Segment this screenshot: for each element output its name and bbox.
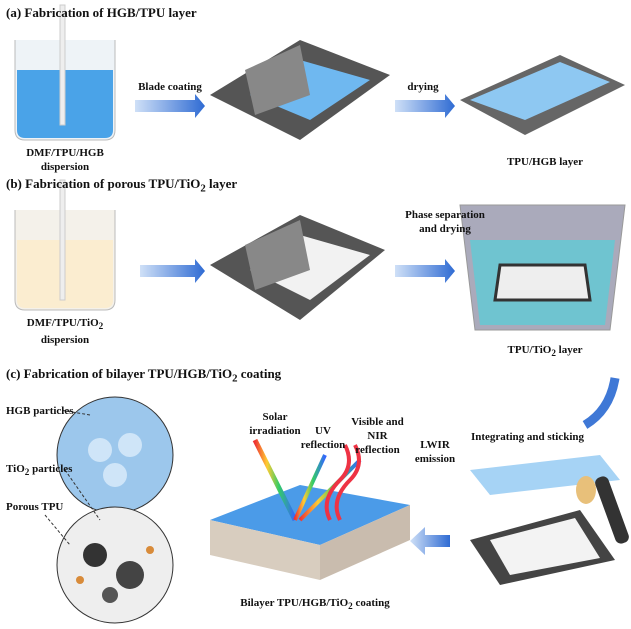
curved-arrow-icon — [582, 377, 620, 429]
film-icon — [470, 455, 620, 495]
bilayer-coating-icon — [210, 485, 410, 580]
arrow-icon — [410, 527, 450, 555]
arrow-icon — [140, 259, 205, 283]
arrow-icon — [395, 259, 455, 283]
integrating-label: Integrating and sticking — [470, 431, 585, 443]
blade-coater-b-icon — [210, 215, 385, 320]
tpu-hgb-layer-label: TPU/HGB layer — [506, 156, 584, 168]
hgb-particles-label: HGB particles — [6, 405, 74, 417]
uv-reflection-icon — [293, 454, 327, 521]
tpu-hgb-film-icon — [460, 55, 625, 135]
hgb-zoom-circle-icon — [56, 396, 174, 514]
porous-zoom-circle-icon — [56, 506, 174, 624]
beaker-hgb-icon — [14, 4, 116, 141]
section-c-title: (c) Fabrication of bilayer TPU/HGB/TiO2 … — [6, 366, 282, 385]
section-b-title: (b) Fabrication of porous TPU/TiO2 layer — [6, 176, 238, 195]
beaker-tio2-icon — [14, 179, 116, 311]
tio2-particles-label: TiO2 particles — [6, 463, 73, 478]
blade-coater-a-icon — [210, 40, 390, 140]
arrow-icon — [395, 94, 455, 118]
porous-tpu-label: Porous TPU — [6, 501, 64, 513]
tpu-tio2-layer-label: TPU/TiO2 layer — [507, 344, 583, 359]
spray-plate-icon — [470, 476, 629, 585]
bilayer-coating-label: Bilayer TPU/HGB/TiO2 coating — [240, 597, 390, 612]
lwir-emission-icon — [324, 444, 361, 521]
blade-coating-label: Blade coating — [138, 81, 202, 93]
drying-label: drying — [407, 81, 439, 93]
pointer-lines — [44, 409, 101, 546]
section-a-title: (a) Fabrication of HGB/TPU layer — [6, 5, 197, 20]
arrow-icon — [135, 94, 205, 118]
solar-ray-icon — [252, 438, 298, 522]
phase-separation-tray-icon — [459, 204, 626, 331]
